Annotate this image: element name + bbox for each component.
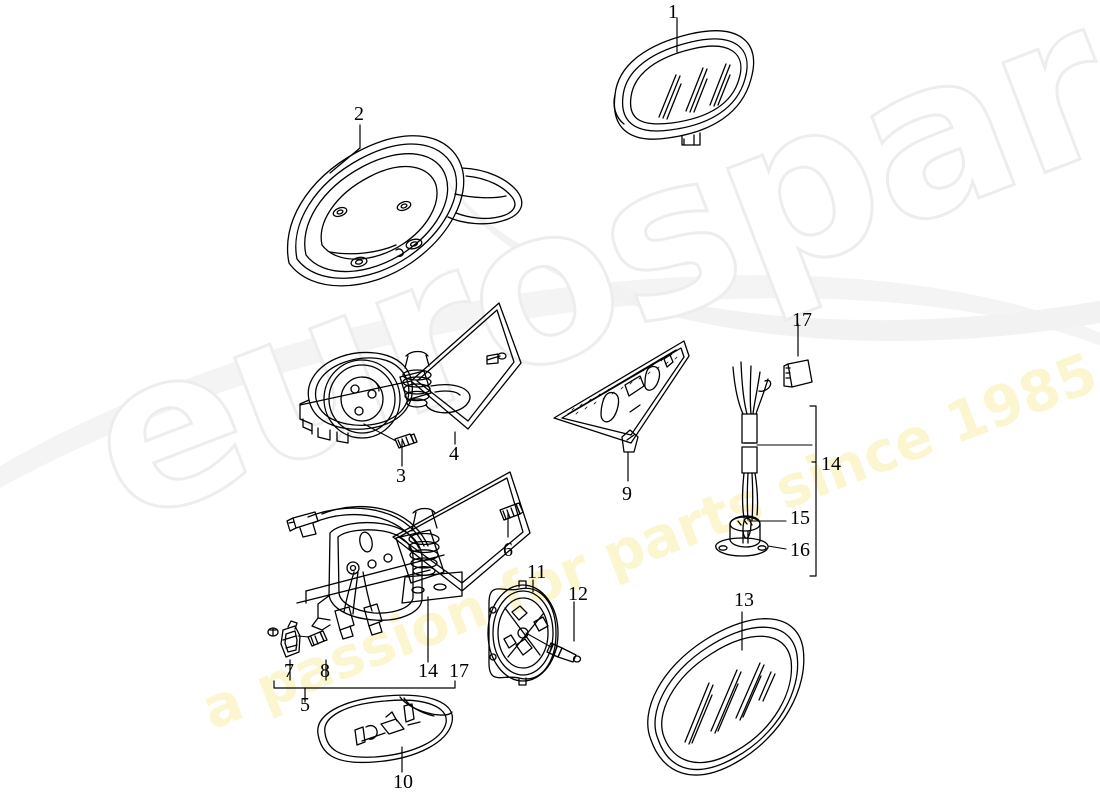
callout-11: 11 — [527, 561, 547, 583]
callout-17-lower: 17 — [449, 660, 469, 682]
callout-17: 17 — [792, 309, 812, 331]
callout-12: 12 — [568, 583, 588, 605]
part-7-clip — [280, 620, 301, 658]
callout-9: 9 — [622, 483, 632, 505]
part-5-lower-assembly — [267, 471, 531, 703]
callout-13: 13 — [734, 589, 754, 611]
part-4-mirror-actuator-upper — [299, 302, 522, 467]
part-8-screw — [297, 630, 328, 647]
part-11-round-actuator — [487, 579, 559, 686]
part-13-mirror-glass-lower — [647, 611, 805, 776]
callout-14-lower: 14 — [418, 660, 438, 682]
callout-8: 8 — [320, 660, 330, 682]
part-10-inner-trim-cover — [317, 694, 453, 773]
callout-15: 15 — [790, 507, 810, 529]
callout-7: 7 — [284, 660, 294, 682]
callout-3: 3 — [396, 465, 406, 487]
part-9-triangular-seal — [553, 340, 690, 482]
part-2-mirror-housing-cover — [286, 124, 523, 287]
part-1-mirror-glass-upper — [613, 17, 755, 146]
callout-4: 4 — [449, 443, 459, 465]
callout-1: 1 — [668, 1, 678, 23]
part-17-connector — [783, 323, 813, 388]
callout-5: 5 — [300, 694, 310, 716]
callout-10: 10 — [393, 771, 413, 793]
callout-6: 6 — [503, 539, 513, 561]
part-12-screw — [525, 601, 582, 663]
callout-2: 2 — [354, 103, 364, 125]
callout-14: 14 — [821, 453, 841, 475]
callout-16: 16 — [790, 539, 810, 561]
part-3-screw — [363, 423, 418, 449]
part-14-wiring-harness — [715, 361, 817, 577]
part-6-screw — [499, 502, 524, 521]
